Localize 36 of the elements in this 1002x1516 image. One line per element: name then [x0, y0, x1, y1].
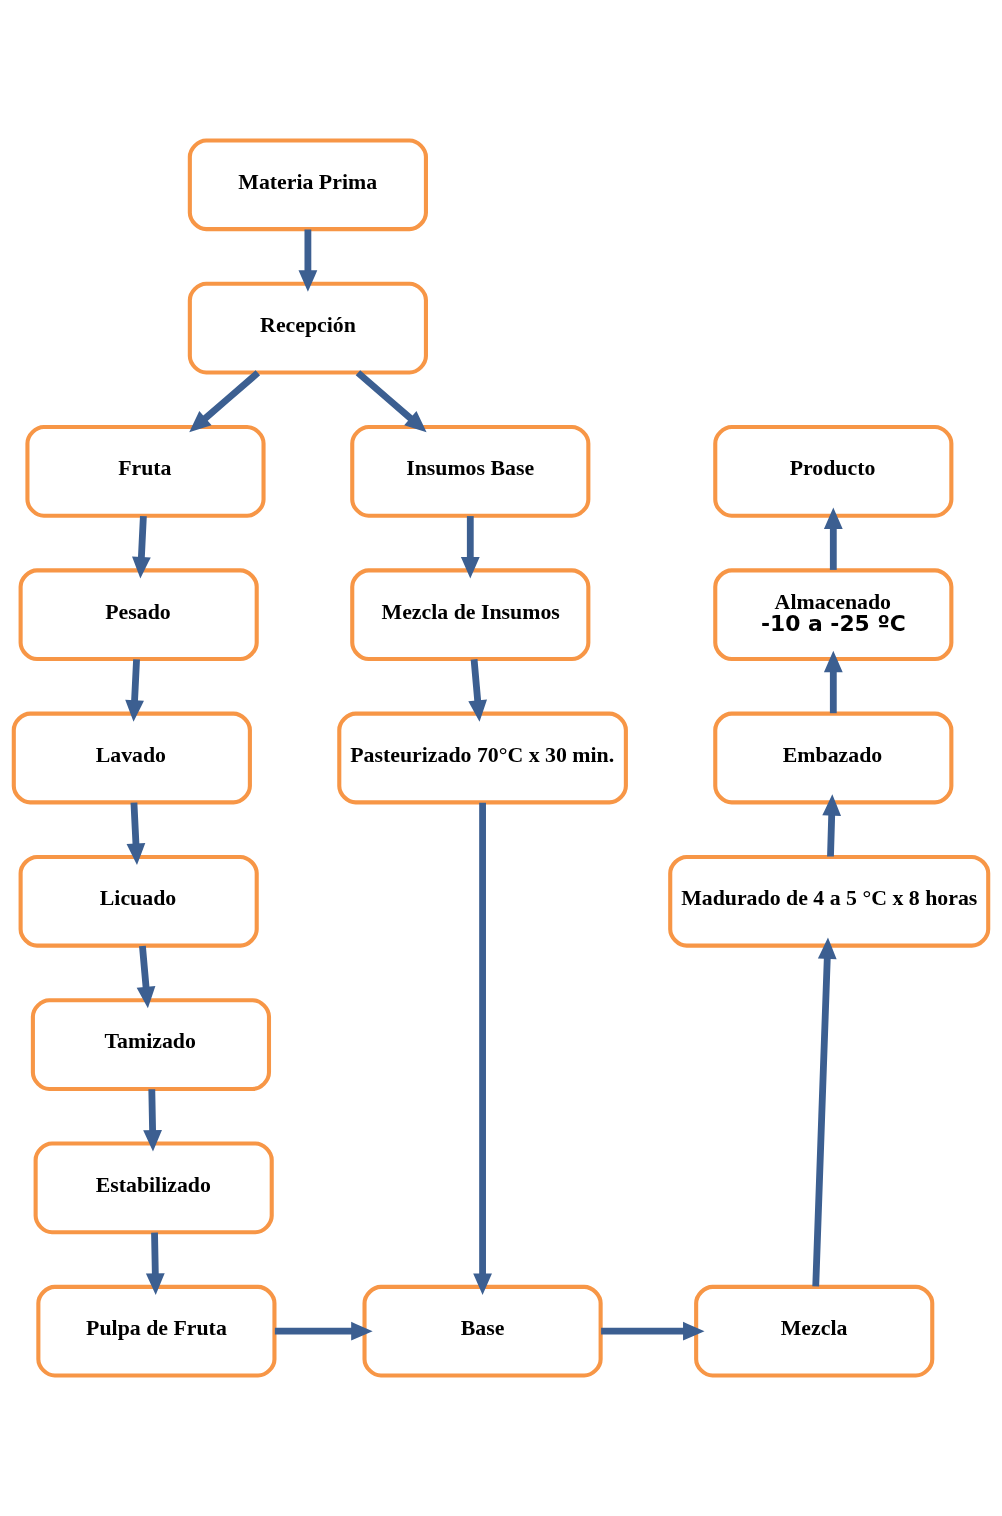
arrow: [125, 659, 144, 722]
node-box: Fruta: [25, 425, 266, 518]
arrow: [468, 659, 487, 722]
arrow: [132, 515, 151, 579]
arrow: [812, 937, 837, 1287]
node-box: Madurado de 4 a 5 °C x 8 horas: [668, 854, 991, 948]
node-box: Pesado: [18, 568, 259, 662]
arrow: [601, 1321, 705, 1341]
arrow: [298, 229, 318, 292]
node-box: Pasteurizado 70°C x 30 min.: [337, 711, 628, 805]
node-box: Tamizado: [30, 998, 272, 1091]
arrow: [355, 370, 427, 433]
node-box: Estabilizado: [33, 1141, 274, 1235]
node-box: Embazado: [713, 711, 954, 805]
node-box: Recepción: [187, 281, 428, 375]
arrow: [822, 794, 842, 857]
arrow: [136, 945, 156, 1009]
node-box: Almacenado -10 a -25 ºC: [713, 568, 954, 662]
node-box: Base: [362, 1284, 603, 1378]
arrow: [274, 1321, 373, 1341]
node-box: Pulpa de Fruta: [36, 1284, 277, 1378]
node-box: Mezcla: [694, 1284, 935, 1378]
arrow: [126, 802, 146, 865]
arrow: [143, 1089, 162, 1152]
node-box: Licuado: [18, 854, 259, 948]
node-box: Mezcla de Insumos: [350, 568, 591, 662]
arrow: [823, 650, 843, 714]
node-box: Lavado: [11, 711, 252, 805]
arrow: [823, 507, 843, 570]
node-box: Producto: [713, 425, 954, 518]
arrow: [189, 370, 261, 433]
arrow: [473, 802, 492, 1296]
node-box: Materia Prima: [187, 138, 428, 232]
arrow: [145, 1232, 165, 1295]
node-box: Insumos Base: [350, 425, 591, 518]
arrow: [460, 516, 480, 579]
